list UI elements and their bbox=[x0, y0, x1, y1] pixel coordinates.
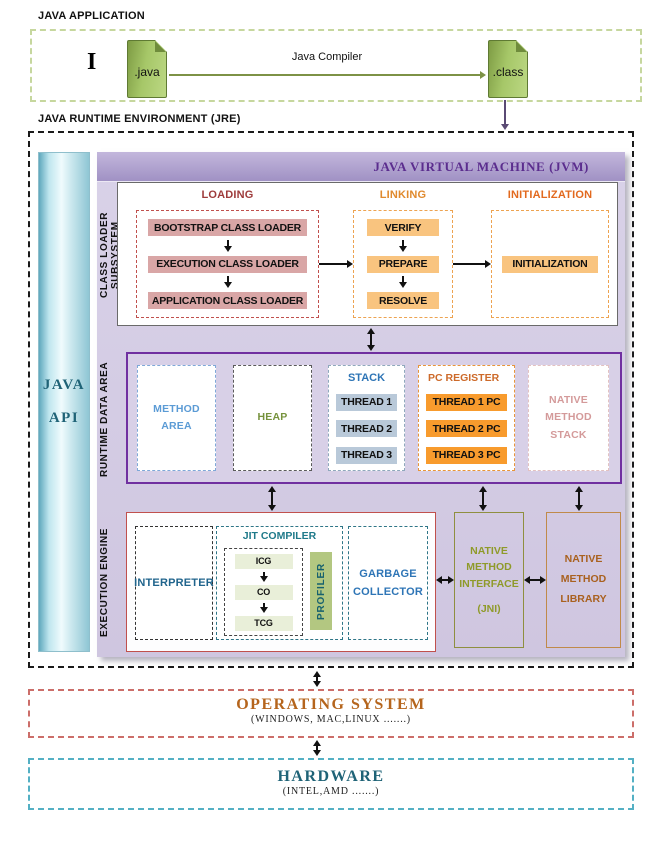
hardware-box: HARDWARE (INTEL,AMD .......) bbox=[28, 758, 634, 810]
method-area-box: METHOD AREA bbox=[137, 365, 216, 471]
initialization-title: INITIALIZATION bbox=[507, 189, 593, 201]
jvm-title: JAVA VIRTUAL MACHINE (JVM) bbox=[373, 159, 589, 174]
initialization-step: INITIALIZATION bbox=[502, 255, 598, 273]
jit-compiler-title: JIT COMPILER bbox=[242, 530, 317, 542]
stack-box: STACK THREAD 1 THREAD 2 THREAD 3 bbox=[328, 365, 405, 471]
linking-title: LINKING bbox=[379, 189, 427, 201]
classloader-runtime-arrow bbox=[367, 328, 375, 351]
method-area-label: METHOD AREA bbox=[153, 402, 200, 432]
java-application-label: JAVA APPLICATION bbox=[38, 10, 145, 22]
native-method-interface-box: NATIVE METHOD INTERFACE (JNI) bbox=[454, 512, 524, 648]
initialization-group: INITIALIZATION bbox=[491, 210, 609, 318]
native-method-library-label: NATIVE METHOD LIBRARY bbox=[560, 553, 607, 605]
pc-register-title: PC REGISTER bbox=[428, 372, 500, 384]
java-api-line1: JAVA bbox=[42, 377, 86, 393]
loading-to-linking-arrow bbox=[319, 260, 353, 268]
runtime-library-arrow bbox=[575, 486, 583, 511]
stack-thread-3: THREAD 3 bbox=[336, 446, 397, 464]
loading-title: LOADING bbox=[201, 189, 254, 201]
runtime-jni-arrow bbox=[479, 486, 487, 511]
interpreter-label: INTERPRETER bbox=[134, 576, 214, 589]
co-stage: CO bbox=[234, 584, 293, 600]
native-method-stack-box: NATIVE METHOD STACK bbox=[528, 365, 609, 471]
jni-library-arrow bbox=[524, 576, 546, 584]
native-method-library-box: NATIVE METHOD LIBRARY bbox=[546, 512, 621, 648]
jre-box: JAVA API JAVA VIRTUAL MACHINE (JVM) CLAS… bbox=[28, 131, 634, 668]
linking-group: VERIFY PREPARE RESOLVE bbox=[353, 210, 453, 318]
operating-system-box: OPERATING SYSTEM (WINDOWS, MAC,LINUX ...… bbox=[28, 689, 634, 738]
down-arrow-icon bbox=[223, 239, 232, 252]
class-loader-subsystem-box: LOADING BOOTSTRAP CLASS LOADER EXECUTION… bbox=[117, 182, 618, 326]
pc-thread-2: THREAD 2 PC bbox=[426, 420, 507, 438]
interpreter-box: INTERPRETER bbox=[134, 526, 214, 640]
stack-thread-1: THREAD 1 bbox=[336, 393, 397, 411]
verify-step: VERIFY bbox=[367, 219, 439, 236]
down-arrow-icon bbox=[259, 571, 268, 582]
garbage-collector-box: GARBAGE COLLECTOR bbox=[348, 526, 428, 640]
profiler-bar: PROFILER bbox=[310, 552, 332, 630]
execution-engine-side-label: EXECUTION ENGINE bbox=[99, 527, 110, 637]
jni-label: (JNI) bbox=[477, 602, 501, 615]
jvm-header bbox=[97, 152, 625, 182]
application-class-loader: APPLICATION CLASS LOADER bbox=[148, 292, 307, 309]
native-method-interface-label: NATIVE METHOD INTERFACE bbox=[459, 544, 519, 590]
execution-class-loader: EXECUTION CLASS LOADER bbox=[148, 255, 307, 273]
down-arrow-icon bbox=[399, 239, 407, 252]
text-cursor-icon: I bbox=[87, 49, 97, 75]
execution-engine-box: INTERPRETER JIT COMPILER ICG CO TCG PROF… bbox=[126, 512, 436, 652]
hardware-title: HARDWARE bbox=[277, 768, 385, 785]
heap-box: HEAP bbox=[233, 365, 312, 471]
jre-label: JAVA RUNTIME ENVIRONMENT (JRE) bbox=[38, 113, 241, 125]
runtime-data-area-box: METHOD AREA HEAP STACK THREAD 1 THREAD 2… bbox=[126, 352, 622, 484]
java-compiler-label: Java Compiler bbox=[291, 51, 363, 63]
compiler-arrow bbox=[169, 71, 486, 79]
java-file-label: .java bbox=[134, 65, 160, 79]
class-loader-side-label: CLASS LOADER SUBSYSTEM bbox=[99, 211, 121, 299]
java-api-bar: JAVA API bbox=[38, 152, 90, 652]
linking-to-initialization-arrow bbox=[453, 260, 491, 268]
loading-group: BOOTSTRAP CLASS LOADER EXECUTION CLASS L… bbox=[136, 210, 319, 318]
os-hardware-arrow bbox=[313, 740, 321, 756]
hardware-subtitle: (INTEL,AMD .......) bbox=[282, 786, 380, 797]
down-arrow-icon bbox=[259, 602, 268, 613]
stack-title: STACK bbox=[347, 372, 386, 384]
jre-os-arrow bbox=[313, 671, 321, 687]
stack-thread-2: THREAD 2 bbox=[336, 420, 397, 438]
class-file-label: .class bbox=[492, 65, 524, 79]
resolve-step: RESOLVE bbox=[367, 292, 439, 309]
java-application-box: I .java Java Compiler .class bbox=[30, 29, 642, 102]
operating-system-subtitle: (WINDOWS, MAC,LINUX .......) bbox=[251, 714, 411, 725]
heap-label: HEAP bbox=[257, 411, 288, 424]
bootstrap-class-loader: BOOTSTRAP CLASS LOADER bbox=[148, 219, 307, 236]
class-to-jre-arrow bbox=[501, 100, 509, 130]
java-api-line2: API bbox=[48, 410, 80, 426]
java-file-icon: .java bbox=[127, 40, 167, 98]
runtime-data-area-side-label: RUNTIME DATA AREA bbox=[99, 361, 110, 477]
pc-thread-1: THREAD 1 PC bbox=[426, 393, 507, 411]
pc-thread-3: THREAD 3 PC bbox=[426, 446, 507, 464]
pc-register-box: PC REGISTER THREAD 1 PC THREAD 2 PC THRE… bbox=[418, 365, 515, 471]
down-arrow-icon bbox=[399, 276, 407, 289]
garbage-collector-label: GARBAGE COLLECTOR bbox=[352, 567, 424, 598]
jit-stages-box: ICG CO TCG bbox=[224, 548, 303, 636]
jit-compiler-box: JIT COMPILER ICG CO TCG PROFILER bbox=[216, 526, 343, 640]
jvm-box: JAVA VIRTUAL MACHINE (JVM) CLASS LOADER … bbox=[97, 152, 625, 657]
runtime-execution-arrow bbox=[268, 486, 276, 511]
icg-stage: ICG bbox=[234, 553, 293, 569]
native-method-stack-label: NATIVE METHOD STACK bbox=[545, 394, 592, 441]
tcg-stage: TCG bbox=[234, 615, 293, 631]
profiler-label: PROFILER bbox=[315, 562, 327, 620]
operating-system-title: OPERATING SYSTEM bbox=[236, 696, 426, 713]
down-arrow-icon bbox=[223, 276, 232, 289]
class-file-icon: .class bbox=[488, 40, 528, 98]
prepare-step: PREPARE bbox=[367, 255, 439, 273]
gc-jni-arrow bbox=[436, 576, 454, 584]
